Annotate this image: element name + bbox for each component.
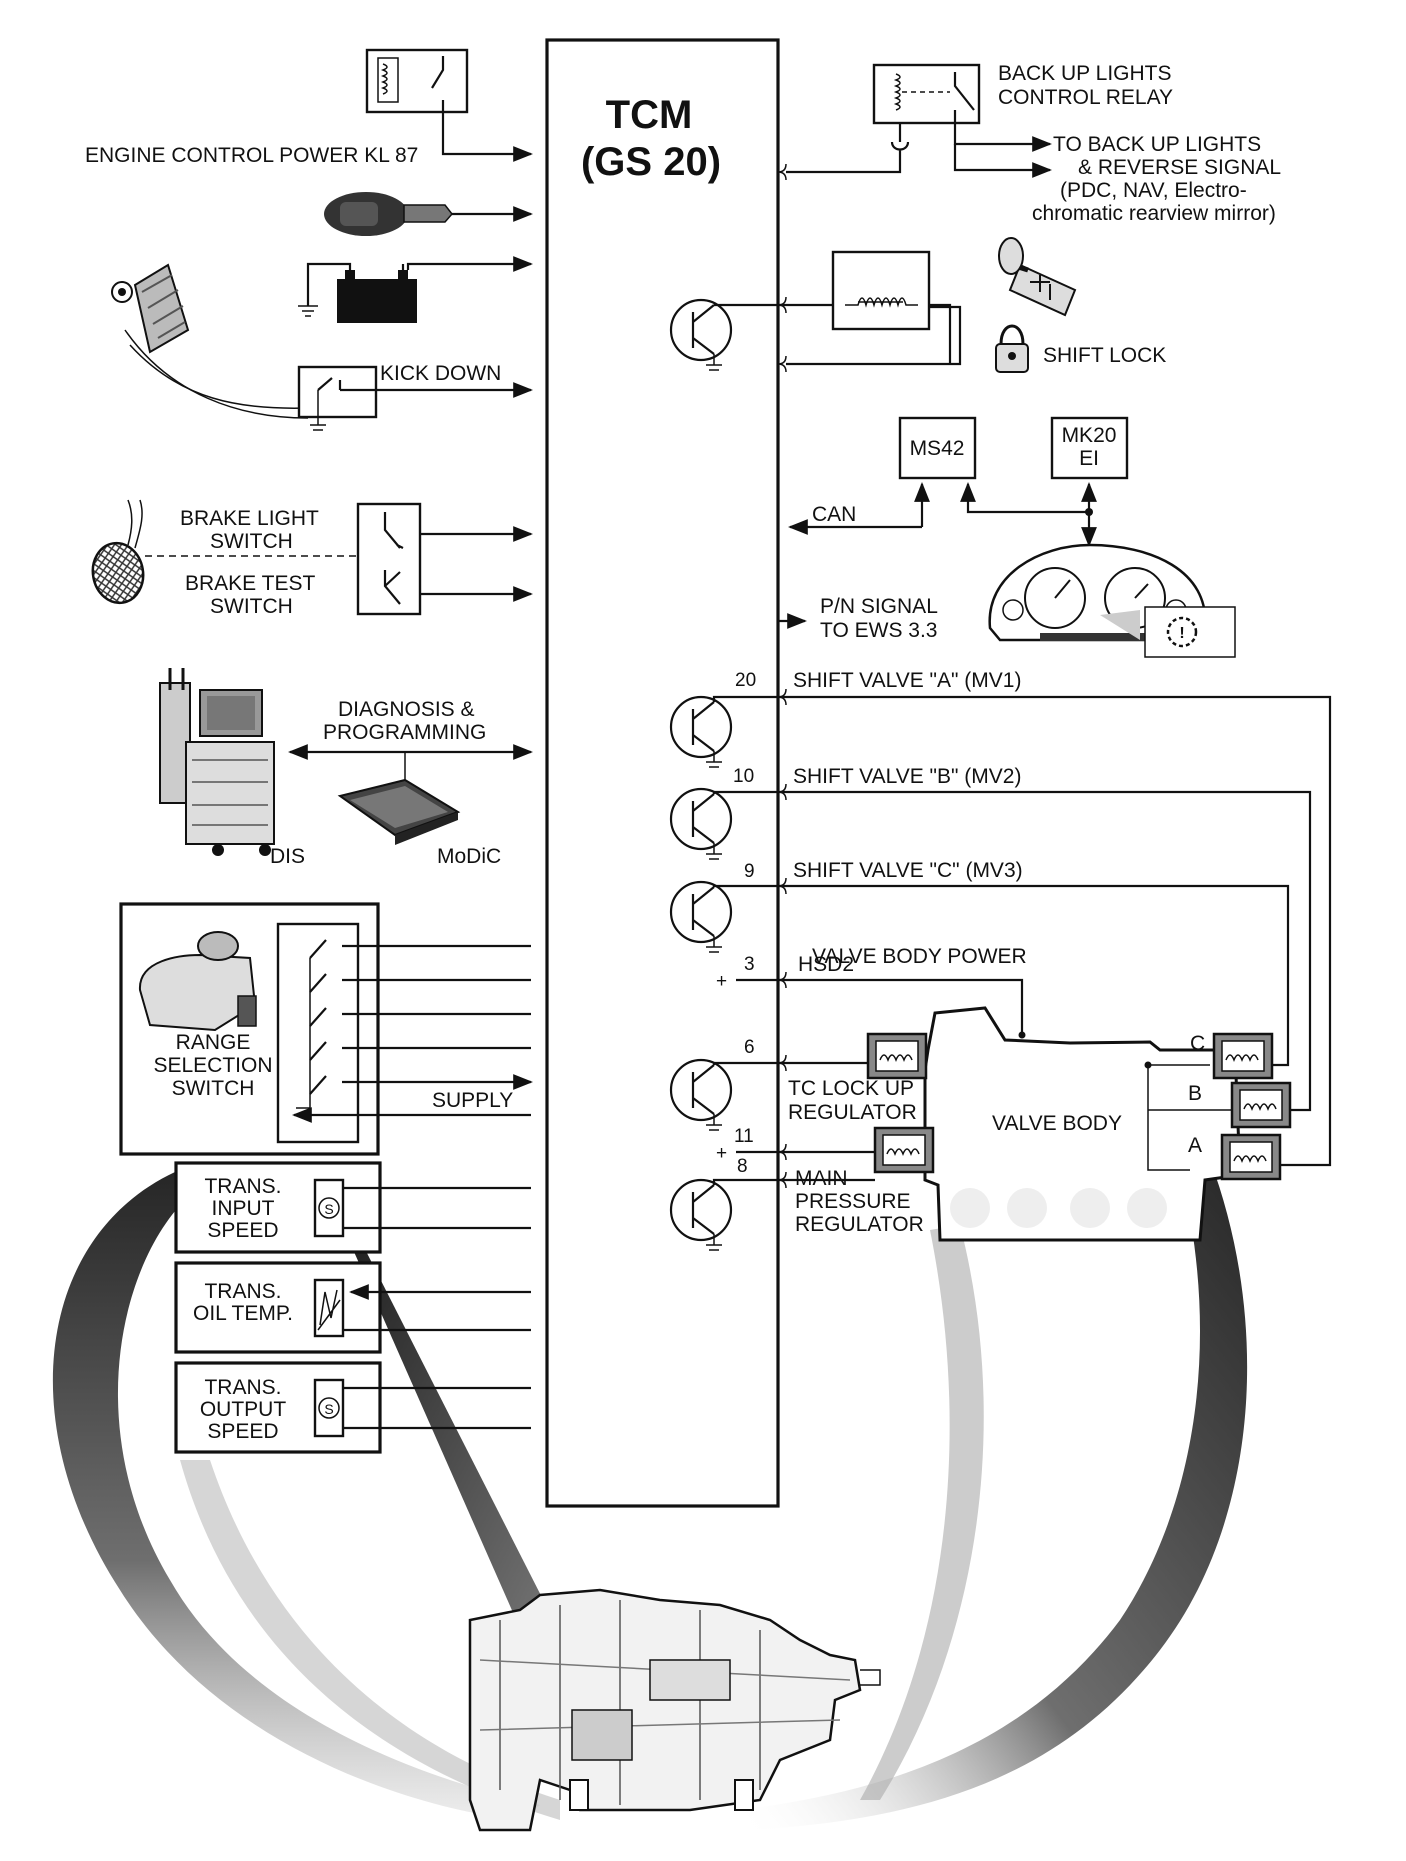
accelerator-pedal-icon bbox=[111, 263, 309, 419]
kick-down-switch bbox=[297, 365, 533, 431]
shift-valve-c-driver bbox=[669, 880, 1290, 1067]
engine-control-power-label: ENGINE CONTROL POWER KL 87 bbox=[85, 144, 418, 167]
pin-9: 9 bbox=[744, 861, 755, 882]
solenoid-shift-b bbox=[1230, 1081, 1292, 1129]
hsd2-label: HSD2 bbox=[798, 953, 854, 976]
valve-body-label: VALVE BODY bbox=[992, 1112, 1122, 1135]
pin-6: 6 bbox=[744, 1037, 755, 1058]
output-speed-label-2: OUTPUT bbox=[200, 1398, 287, 1421]
battery-icon bbox=[298, 264, 531, 323]
pn-signal-label-2: TO EWS 3.3 bbox=[820, 619, 937, 642]
kick-down-label: KICK DOWN bbox=[380, 362, 501, 385]
tcm-module bbox=[545, 38, 780, 1508]
brake-light-switch-label-2: SWITCH bbox=[210, 530, 293, 553]
can-label: CAN bbox=[812, 503, 856, 526]
modic-device-icon bbox=[337, 752, 461, 845]
to-backup-label-3: (PDC, NAV, Electro- bbox=[1060, 179, 1247, 202]
input-speed-label-2: INPUT bbox=[212, 1197, 275, 1220]
svg-text:!: ! bbox=[1179, 625, 1184, 642]
tcm-title: TCM bbox=[606, 93, 693, 137]
valve-body-power-line bbox=[736, 978, 1024, 1035]
range-selection-label-2: SELECTION bbox=[153, 1054, 272, 1077]
plus-3: + bbox=[716, 971, 727, 992]
to-backup-label-4: chromatic rearview mirror) bbox=[1032, 202, 1276, 225]
valve-b-label: B bbox=[1188, 1082, 1202, 1105]
tc-lockup-driver bbox=[669, 1058, 867, 1131]
pin-8: 8 bbox=[737, 1156, 748, 1177]
main-pressure-driver bbox=[669, 1178, 875, 1251]
output-speed-label-3: SPEED bbox=[207, 1420, 278, 1443]
range-selection-label-3: SWITCH bbox=[172, 1077, 255, 1100]
valve-body bbox=[923, 1006, 1242, 1242]
svg-text:S: S bbox=[324, 1401, 333, 1417]
backup-relay-label-1: BACK UP LIGHTS bbox=[998, 62, 1172, 85]
output-speed-label-1: TRANS. bbox=[204, 1376, 281, 1399]
shift-valve-a-label: SHIFT VALVE "A" (MV1) bbox=[793, 669, 1021, 692]
shift-valve-b-label: SHIFT VALVE "B" (MV2) bbox=[793, 765, 1021, 788]
shift-valve-c-label: SHIFT VALVE "C" (MV3) bbox=[793, 859, 1023, 882]
tc-lockup-label-2: REGULATOR bbox=[788, 1101, 917, 1124]
ms42-module bbox=[898, 416, 977, 480]
tcm-subtitle: (GS 20) bbox=[581, 140, 721, 184]
brake-switch-assembly bbox=[356, 502, 533, 616]
diagnosis-label: DIAGNOSIS & bbox=[338, 698, 475, 721]
solenoid-shift-a bbox=[1220, 1133, 1282, 1181]
to-backup-label-2: & REVERSE SIGNAL bbox=[1078, 156, 1281, 179]
tcm-pin-stubs bbox=[777, 163, 787, 1189]
mk20-module bbox=[1050, 416, 1129, 480]
main-pressure-label-3: REGULATOR bbox=[795, 1213, 924, 1236]
valve-body-power-label: VALVE BODY POWER bbox=[812, 945, 1027, 968]
tc-lockup-label-1: TC LOCK UP bbox=[788, 1077, 914, 1100]
pin-20: 20 bbox=[735, 670, 756, 691]
valve-a-label: A bbox=[1188, 1134, 1202, 1157]
pin-11: 11 bbox=[734, 1126, 754, 1147]
instrument-cluster-icon: ! bbox=[988, 543, 1236, 658]
brake-pedal-icon bbox=[91, 499, 360, 605]
trans-input-speed-sensor: S bbox=[174, 1161, 531, 1254]
programming-label: PROGRAMMING bbox=[323, 721, 486, 744]
backup-lights-relay bbox=[786, 63, 1052, 178]
pin-10: 10 bbox=[733, 766, 754, 787]
input-speed-label-3: SPEED bbox=[207, 1219, 278, 1242]
svg-text:S: S bbox=[324, 1201, 333, 1217]
mk20-label-2: EI bbox=[1079, 447, 1099, 470]
modic-label: MoDiC bbox=[437, 845, 501, 868]
ignition-key-icon bbox=[324, 192, 533, 236]
shift-lever-icon bbox=[995, 237, 1077, 373]
range-selection-label-1: RANGE bbox=[176, 1031, 251, 1054]
shift-valve-a-driver bbox=[669, 695, 1332, 1167]
range-selection-switch bbox=[119, 902, 531, 1156]
can-bus bbox=[788, 482, 1097, 547]
shift-lock-solenoid bbox=[669, 250, 962, 371]
to-backup-label-1: TO BACK UP LIGHTS bbox=[1053, 133, 1261, 156]
brake-test-switch-label: BRAKE TEST bbox=[185, 572, 315, 595]
pn-signal-label-1: P/N SIGNAL bbox=[820, 595, 938, 618]
backup-relay-label-2: CONTROL RELAY bbox=[998, 86, 1173, 109]
shift-lock-label: SHIFT LOCK bbox=[1043, 344, 1166, 367]
pin-3: 3 bbox=[744, 954, 755, 975]
engine-control-relay bbox=[365, 48, 533, 162]
brake-test-switch-label-2: SWITCH bbox=[210, 595, 293, 618]
main-pressure-label-2: PRESSURE bbox=[795, 1190, 911, 1213]
input-speed-label-1: TRANS. bbox=[204, 1175, 281, 1198]
transmission-housing-icon bbox=[468, 1588, 881, 1832]
trans-oil-temp-sensor bbox=[174, 1261, 531, 1354]
trans-output-speed-sensor: S bbox=[174, 1361, 531, 1454]
supply-label: SUPPLY bbox=[432, 1089, 513, 1112]
ms42-label: MS42 bbox=[910, 437, 965, 460]
oil-temp-label-2: OIL TEMP. bbox=[193, 1302, 293, 1325]
dis-label: DIS bbox=[270, 845, 305, 868]
dis-diagnostic-station-icon bbox=[159, 668, 275, 856]
shift-valve-b-driver bbox=[669, 787, 1312, 1112]
solenoid-main-pressure bbox=[873, 1126, 935, 1174]
plus-11: + bbox=[716, 1143, 727, 1164]
solenoid-shift-c bbox=[1212, 1032, 1274, 1080]
brake-light-switch-label: BRAKE LIGHT bbox=[180, 507, 319, 530]
valve-c-label: C bbox=[1190, 1032, 1205, 1055]
oil-temp-label-1: TRANS. bbox=[204, 1280, 281, 1303]
solenoid-tc-lockup bbox=[866, 1032, 928, 1080]
main-pressure-label-1: MAIN bbox=[795, 1167, 848, 1190]
mk20-label-1: MK20 bbox=[1062, 424, 1117, 447]
